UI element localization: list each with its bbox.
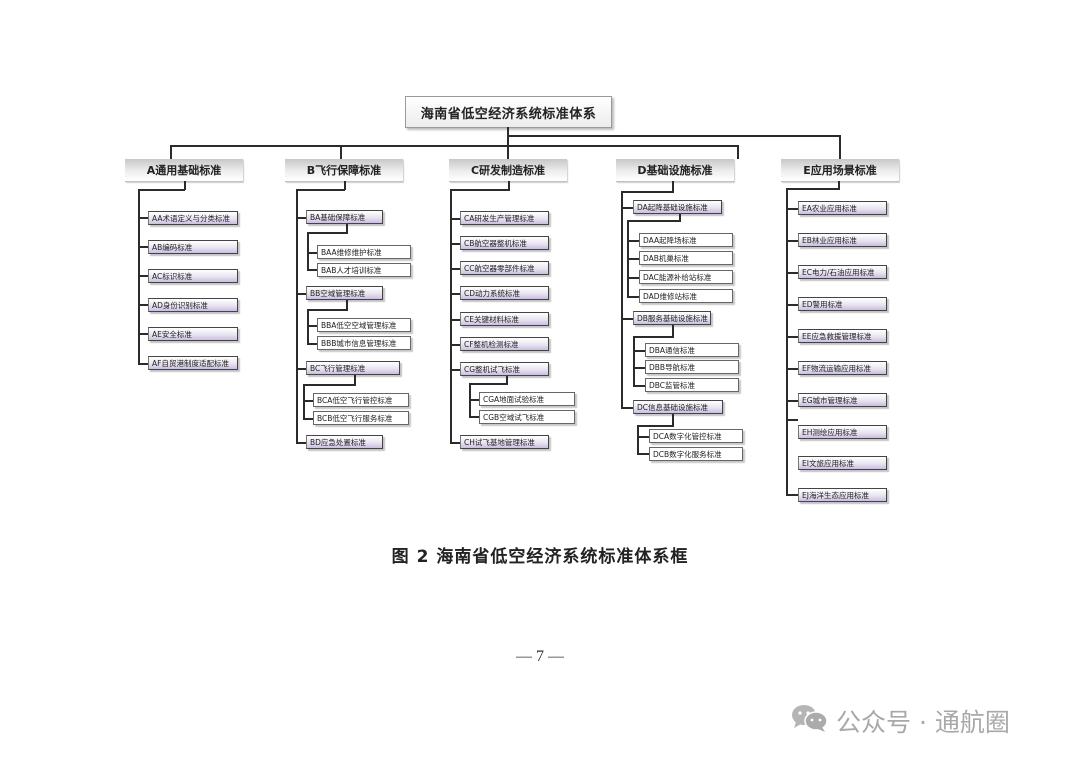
- node-eh: EH测绘应用标准: [798, 425, 887, 439]
- node-ei: EI文旅应用标准: [798, 456, 887, 470]
- node-bba: BBA低空空域管理标准: [317, 318, 411, 332]
- node-ac: AC标识标准: [148, 269, 238, 283]
- node-dc: DC信息基础设施标准: [633, 400, 723, 414]
- node-af: AF自贸港制度适配标准: [148, 356, 238, 370]
- node-ad: AD身份识别标准: [148, 298, 238, 312]
- node-cf: CF整机检测标准: [460, 337, 549, 351]
- node-ed: ED警用标准: [798, 297, 887, 311]
- node-cg: CG整机试飞标准: [460, 362, 549, 376]
- node-ca: CA研发生产管理标准: [460, 211, 549, 225]
- category-e: E应用场景标准: [781, 159, 899, 182]
- category-d: D基础设施标准: [616, 159, 734, 182]
- node-db: DB服务基础设施标准: [633, 311, 711, 325]
- node-cc: CC航空器零部件标准: [460, 261, 549, 275]
- watermark-text: 公众号 · 通航圈: [836, 708, 1010, 737]
- node-ce: CE关键材料标准: [460, 312, 549, 326]
- connector: [507, 127, 509, 159]
- category-a: A通用基础标准: [125, 159, 243, 182]
- node-ec: EC电力/石油应用标准: [798, 265, 887, 279]
- node-baa: BAA维修维护标准: [317, 245, 411, 259]
- node-ea: EA农业应用标准: [798, 201, 887, 215]
- node-eb: EB林业应用标准: [798, 233, 887, 247]
- connector: [450, 189, 452, 443]
- node-dcb: DCB数字化服务标准: [649, 447, 743, 461]
- node-ee: EE应急救援管理标准: [798, 329, 887, 343]
- node-bab: BAB人才培训标准: [317, 263, 411, 277]
- node-cgb: CGB空域试飞标准: [479, 410, 575, 424]
- connector: [786, 188, 788, 496]
- node-dab: DAB机巢标准: [639, 251, 733, 265]
- connector: [621, 191, 623, 408]
- node-eg: EG城市管理标准: [798, 393, 887, 407]
- connector: [170, 145, 508, 147]
- connector: [340, 145, 342, 159]
- node-ej: EJ海洋生态应用标准: [798, 488, 887, 502]
- node-cd: CD动力系统标准: [460, 286, 549, 300]
- node-bcb: BCB低空飞行服务标准: [313, 411, 409, 425]
- node-dca: DCA数字化管控标准: [649, 429, 743, 443]
- connector: [737, 145, 739, 159]
- category-b: B飞行保障标准: [285, 159, 403, 182]
- node-dbc: DBC监管标准: [645, 378, 739, 392]
- connector: [508, 145, 738, 147]
- node-daa: DAA起降场标准: [639, 233, 733, 247]
- node-dba: DBA通信标准: [645, 343, 739, 357]
- page-number: — 7 —: [516, 648, 564, 665]
- node-ab: AB编码标准: [148, 240, 238, 254]
- node-ef: EF物流运输应用标准: [798, 361, 887, 375]
- node-bc: BC飞行管理标准: [306, 361, 400, 375]
- node-bca: BCA低空飞行管控标准: [313, 393, 409, 407]
- watermark: 公众号 · 通航圈: [790, 702, 1010, 740]
- node-ba: BA基础保障标准: [306, 210, 383, 224]
- root-node: 海南省低空经济系统标准体系: [405, 96, 612, 128]
- node-ch: CH试飞基地管理标准: [460, 435, 549, 449]
- node-dbb: DBB导航标准: [645, 360, 739, 374]
- node-bbb: BBB城市信息管理标准: [317, 336, 411, 350]
- node-dac: DAC能源补给站标准: [639, 270, 733, 284]
- node-da: DA起降基础设施标准: [633, 200, 722, 214]
- connector: [839, 135, 841, 159]
- node-ae: AE安全标准: [148, 327, 238, 341]
- figure-caption: 图 2 海南省低空经济系统标准体系框: [391, 547, 689, 567]
- node-dad: DAD维修站标准: [639, 289, 733, 303]
- node-bb: BB空域管理标准: [306, 286, 383, 300]
- node-bd: BD应急处置标准: [306, 435, 383, 449]
- node-cga: CGA地面试验标准: [479, 392, 575, 406]
- connector: [296, 189, 298, 442]
- category-c: C研发制造标准: [449, 159, 567, 182]
- connector: [508, 135, 840, 137]
- node-aa: AA术语定义与分类标准: [148, 211, 238, 225]
- connector: [170, 145, 172, 159]
- node-cb: CB航空器整机标准: [460, 236, 549, 250]
- wechat-icon: [790, 702, 830, 740]
